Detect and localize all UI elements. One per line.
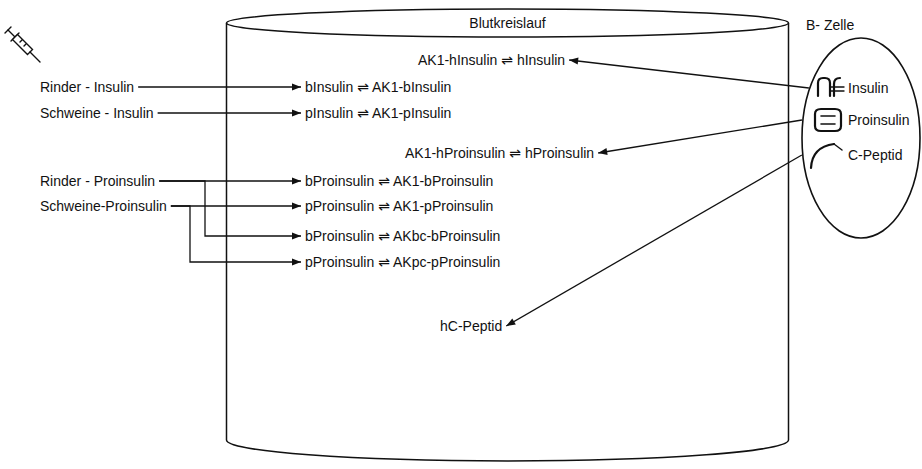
peptide-label: hC-Peptid — [440, 317, 502, 335]
equilibrium-label: pInsulin ⇌ AK1-pInsulin — [305, 104, 451, 122]
connector-line — [159, 181, 301, 236]
syringe-rod — [8, 30, 15, 37]
connector-arrow — [506, 155, 802, 326]
c-peptide-chain — [811, 144, 834, 168]
equilibrium-label: bProinsulin ⇌ AK1-bProinsulin — [305, 172, 493, 190]
preparation-label: Rinder - Insulin — [40, 78, 134, 96]
cell-membrane — [802, 38, 920, 238]
proinsulin-loop — [815, 109, 841, 131]
preparation-label: Schweine - Insulin — [40, 104, 154, 122]
syringe-barrel — [13, 35, 33, 55]
cylinder-top — [227, 9, 789, 37]
arrow-head — [292, 84, 301, 91]
connector-line — [138, 86, 301, 87]
connector-arrow — [569, 58, 809, 88]
connector-line — [506, 155, 802, 326]
equilibrium-label: bInsulin ⇌ AK1-bInsulin — [305, 78, 451, 96]
preparation-label: Rinder - Proinsulin — [40, 172, 155, 190]
syringe-needle — [30, 52, 40, 62]
equilibrium-label: pProinsulin ⇌ AK1-pProinsulin — [305, 197, 493, 215]
equilibrium-label: bProinsulin ⇌ AKbc-bProinsulin — [305, 227, 500, 245]
equilibrium-label: AK1-hInsulin ⇌ hInsulin — [418, 51, 565, 69]
connector-arrow — [598, 120, 802, 155]
connector-arrow — [138, 84, 301, 91]
arrow-head — [506, 318, 516, 326]
arrow-head — [292, 178, 301, 185]
connector-line — [598, 120, 802, 153]
syringe-icon — [5, 27, 40, 62]
connector-arrow — [171, 206, 301, 266]
equilibrium-label: bInsulin ⇌ AK1-bInsulin — [305, 78, 451, 96]
preparation-label: Schweine-Proinsulin — [40, 197, 167, 215]
arrow-head — [598, 148, 607, 155]
equilibrium-label: pInsulin ⇌ AK1-pInsulin — [305, 104, 451, 122]
insulin-a-chain — [818, 78, 830, 96]
arrow-head — [292, 110, 301, 117]
cell-content-label: C-Peptid — [848, 146, 902, 164]
connector-arrow — [158, 110, 301, 117]
equilibrium-label: pProinsulin ⇌ AK1-pProinsulin — [305, 197, 493, 215]
cell-heading: B- Zelle — [806, 16, 854, 34]
arrow-head — [292, 259, 301, 266]
connector-line — [569, 60, 809, 88]
c-peptide-end — [834, 144, 842, 150]
b-cell-circle: B- ZelleInsulinProinsulinC-Peptid — [800, 16, 922, 240]
cell-content-label: Proinsulin — [848, 111, 909, 129]
insulin-bond — [831, 87, 844, 91]
connector-line — [171, 206, 301, 262]
cylinder-body — [227, 23, 789, 461]
equilibrium-label: bProinsulin ⇌ AK1-bProinsulin — [305, 172, 493, 190]
equilibrium-label: AK1-hInsulin ⇌ hInsulin — [418, 51, 565, 69]
preparation-label: Schweine - Insulin — [40, 104, 154, 122]
circulation-cylinder: BlutkreislaufAK1-hInsulin ⇌ hInsulin bIns… — [225, 8, 790, 463]
syringe-scale — [24, 44, 26, 46]
preparation-label: Schweine-Proinsulin — [40, 197, 167, 215]
equilibrium-label: AK1-hProinsulin ⇌ hProinsulin — [405, 144, 594, 162]
peptide-label: hC-Peptid — [440, 317, 502, 335]
connector-arrow — [159, 181, 301, 240]
cell-content-label: Insulin — [848, 79, 888, 97]
arrow-head — [569, 58, 578, 65]
proinsulin-chains — [821, 116, 835, 124]
preparation-label: Rinder - Proinsulin — [40, 172, 155, 190]
cell-symbols — [811, 78, 844, 168]
connector-line — [158, 112, 301, 113]
syringe-scale — [20, 40, 22, 42]
equilibrium-label: bProinsulin ⇌ AKbc-bProinsulin — [305, 227, 500, 245]
equilibrium-label: pProinsulin ⇌ AKpc-pProinsulin — [305, 253, 500, 271]
arrow-head — [292, 203, 301, 210]
container-title: Blutkreislauf — [469, 14, 545, 32]
arrow-head — [292, 233, 301, 240]
equilibrium-label: AK1-hProinsulin ⇌ hProinsulin — [405, 144, 594, 162]
preparation-label: Rinder - Insulin — [40, 78, 134, 96]
equilibrium-label: pProinsulin ⇌ AKpc-pProinsulin — [305, 253, 500, 271]
